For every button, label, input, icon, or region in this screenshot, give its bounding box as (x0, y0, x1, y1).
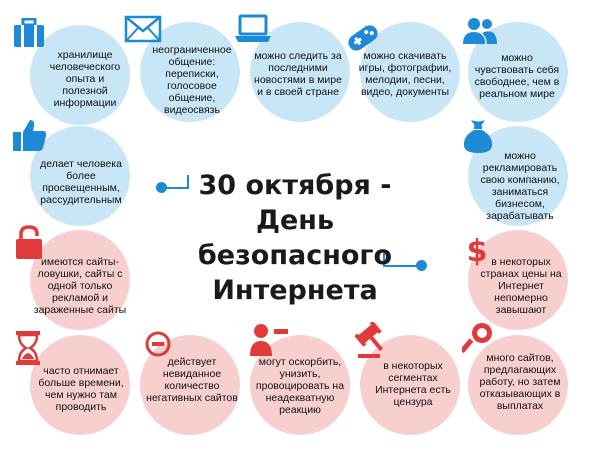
users-icon (463, 18, 497, 44)
info-circle-4 (360, 22, 460, 122)
money-bag-icon (463, 120, 493, 153)
item-text-5: можно чувствовать себя свободнее, чем в … (474, 52, 560, 100)
item-text-11: действует невиданное количество негативн… (146, 356, 238, 404)
user-minus-icon (250, 324, 288, 356)
decor-line-bottom (383, 265, 423, 267)
minus-circle-icon (145, 331, 171, 357)
item-text-8: имеются сайты-ловушки, сайты с одной тол… (33, 256, 127, 316)
item-text-2: неограниченное общение: переписки, голос… (152, 44, 232, 116)
page-title: 30 октября - День безопасного Интернета (195, 168, 395, 308)
title-line-3: безопасного (197, 240, 393, 271)
item-text-10: часто отнимает больше времени, чем нужно… (38, 365, 124, 413)
search-icon (462, 323, 492, 354)
decor-dot-bottom (416, 260, 427, 271)
item-text-14: много сайтов, предлагающих работу, но за… (479, 352, 561, 412)
title-line-2: День (255, 205, 335, 236)
item-text-3: можно следить за последними новостями в … (254, 50, 342, 98)
item-text-4: можно скачивать игры, фотографии, мелоди… (358, 50, 452, 98)
info-circle-5 (468, 22, 568, 122)
info-circle-8 (30, 230, 130, 330)
info-circle-9 (468, 230, 568, 330)
title-line-4: Интернета (212, 275, 378, 306)
info-circle-10 (30, 335, 130, 435)
info-circle-14 (468, 335, 568, 435)
dollar-icon: $ (467, 234, 488, 268)
item-text-13: в некоторых сегментах Интернета есть цен… (375, 360, 451, 408)
gavel-icon (354, 322, 384, 358)
info-circle-13 (360, 335, 460, 435)
decor-line-top-vert (187, 175, 189, 189)
thumbs-up-icon (13, 120, 47, 151)
decor-line-bottom-vert (383, 253, 385, 267)
suitcase-icon (14, 18, 44, 47)
svg-text:$: $ (467, 234, 488, 268)
hourglass-icon (16, 331, 40, 365)
item-text-6: делает человека более просвещенным, расс… (40, 158, 122, 206)
info-circle-1 (30, 25, 130, 125)
title-line-1: 30 октября - (198, 170, 392, 201)
padlock-icon (16, 225, 42, 259)
info-circle-6 (30, 126, 130, 226)
item-text-7: можно рекламировать свою компанию, заним… (480, 150, 560, 222)
envelope-icon (124, 15, 162, 43)
decor-dot-top (156, 182, 167, 193)
gamepad-icon (348, 25, 378, 51)
decor-line-top (162, 187, 188, 189)
item-text-1: хранилище человеческого опыта и полезной… (49, 49, 121, 109)
info-circle-11 (140, 335, 240, 435)
item-text-9: в некоторых странах цены на Интернет неп… (480, 256, 562, 316)
laptop-icon (235, 14, 271, 42)
item-text-12: могут оскорбить, унизить, провоцировать … (255, 356, 345, 416)
